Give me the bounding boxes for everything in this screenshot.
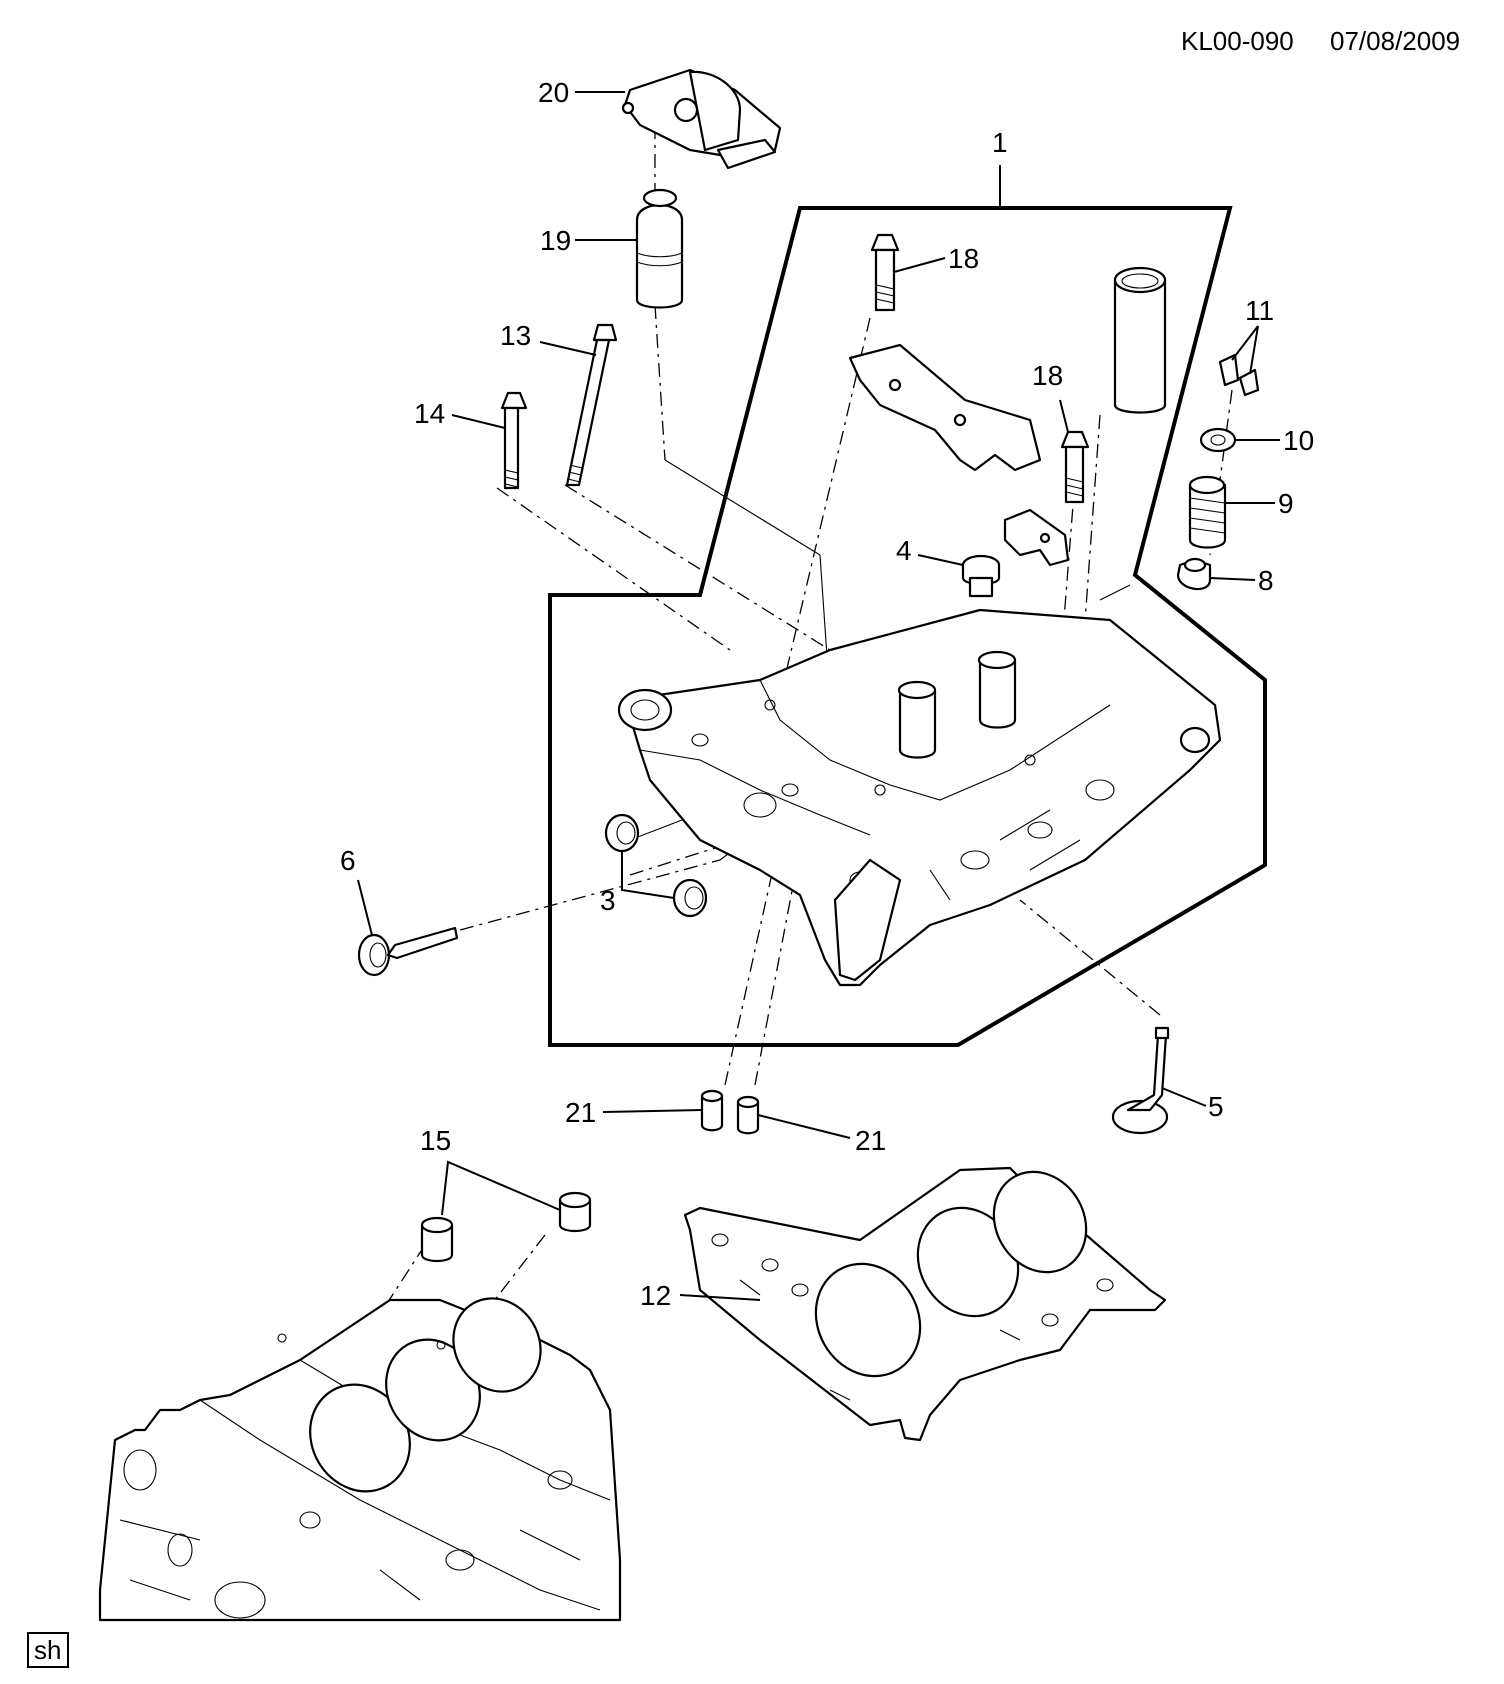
spark-plug-tube — [1113, 266, 1167, 414]
callout-18-lower: 18 — [1032, 360, 1063, 391]
callout-19: 19 — [540, 225, 571, 256]
part-4-plug — [961, 554, 1001, 598]
camshaft-bearing-cap — [848, 343, 1042, 472]
callout-15: 15 — [420, 1125, 451, 1156]
callout-10: 10 — [1283, 425, 1314, 456]
part-15-dowel-right — [558, 1191, 592, 1233]
part-12-head-gasket — [683, 1166, 1167, 1442]
part-18-bolt-lower — [1060, 430, 1090, 504]
part-18-bolt-upper — [870, 233, 900, 312]
leader-lines — [357, 91, 1280, 1301]
cylinder-head — [617, 608, 1222, 987]
callout-9: 9 — [1278, 488, 1294, 519]
part-20-rocker-arm — [621, 68, 782, 170]
callout-1: 1 — [992, 127, 1008, 158]
callout-12: 12 — [640, 1280, 671, 1311]
callout-6: 6 — [340, 845, 356, 876]
callout-21-left: 21 — [565, 1097, 596, 1128]
callout-20: 20 — [538, 77, 569, 108]
callout-4: 4 — [896, 535, 912, 566]
camshaft-small-cap — [1003, 508, 1070, 567]
part-10-spring-retainer — [1199, 427, 1237, 453]
callout-3: 3 — [600, 885, 616, 916]
part-21-dowel-left — [700, 1089, 724, 1132]
footer-tag-text: sh — [34, 1635, 61, 1665]
callout-18-upper: 18 — [948, 243, 979, 274]
part-3-seal-upper — [604, 813, 640, 853]
callout-11: 11 — [1245, 295, 1274, 326]
callout-14: 14 — [414, 398, 445, 429]
diagram-date: 07/08/2009 — [1330, 26, 1460, 56]
engine-block — [98, 1297, 622, 1622]
callout-13: 13 — [500, 320, 531, 351]
diagram-code: KL00-090 — [1181, 26, 1294, 56]
part-13-bolt — [565, 323, 618, 487]
part-6-valve — [357, 926, 459, 977]
part-21-dowel-right — [736, 1095, 760, 1135]
part-14-bolt — [500, 391, 528, 490]
callout-numbers: 1 20 19 18 18 13 14 11 10 9 8 4 6 3 5 21… — [340, 77, 1314, 1311]
part-5-valve — [1111, 1026, 1170, 1135]
part-15-dowel-left — [420, 1216, 454, 1263]
callout-21-right: 21 — [855, 1125, 886, 1156]
callout-8: 8 — [1258, 565, 1274, 596]
part-19-valve-lifter — [635, 188, 684, 309]
callout-5: 5 — [1208, 1091, 1224, 1122]
cylinder-head-assembly-frame — [548, 206, 1267, 1047]
part-11-valve-keepers — [1218, 353, 1260, 397]
part-3-seal-lower — [672, 878, 708, 918]
part-8-valve-seal — [1176, 557, 1212, 591]
footer-tag: sh — [27, 1632, 69, 1668]
part-9-valve-spring — [1188, 475, 1227, 549]
